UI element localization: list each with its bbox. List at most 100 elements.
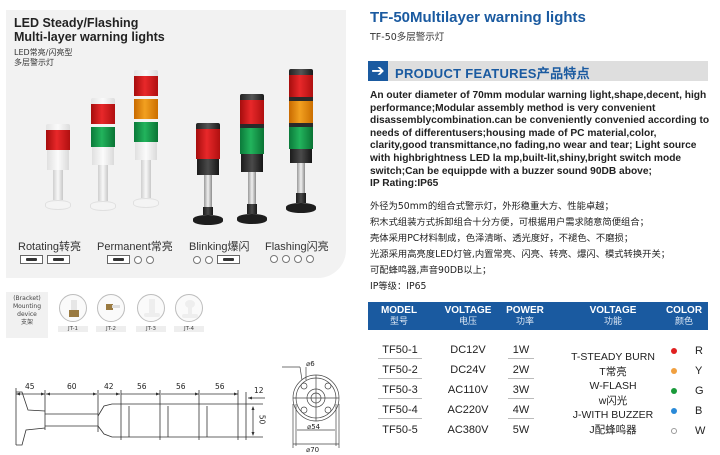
tower-light-black-3-layer	[286, 69, 316, 213]
title-line: Multi-layer warning lights	[14, 30, 165, 44]
features-english: An outer diameter of 70mm modular warnin…	[370, 90, 715, 191]
color-row-green: G	[671, 385, 704, 397]
header-en: COLOR	[665, 305, 703, 316]
white-dot-icon	[671, 428, 677, 434]
color-row-blue: B	[671, 405, 702, 417]
color-letter: W	[695, 425, 706, 437]
function-line: T-STEADY BURN	[571, 351, 655, 363]
mode-flashing-switches	[270, 255, 314, 263]
model-cell: TF50-1	[378, 342, 422, 359]
voltage-cell: DC12V	[450, 344, 486, 356]
ip-rating-en: IP Rating:IP65	[370, 178, 439, 190]
dim-label: 56	[215, 382, 225, 391]
bracket-code: JT-1	[58, 326, 88, 332]
dim-label: ⌀6	[306, 360, 315, 368]
arrow-right-icon: ➔	[368, 61, 388, 81]
mode-permanent-switches	[107, 255, 154, 264]
bracket-jt2-image	[97, 294, 125, 322]
function-legend: T-STEADY BURN T常亮 W-FLASH w闪光 J-WITH BUZ…	[548, 350, 678, 437]
function-line: J配蜂鸣器	[589, 423, 637, 436]
bracket-jt4-image	[175, 294, 203, 322]
bracket-code: JT-2	[96, 326, 126, 332]
mode-flashing-label: Flashing闪亮	[265, 241, 329, 253]
dim-label: 50	[257, 414, 267, 425]
col-power: POWER 功率	[500, 305, 550, 327]
voltage-cell: DC24V	[450, 364, 486, 376]
voltage-cell: AC380V	[447, 424, 489, 436]
voltage-cell: AC220V	[447, 404, 489, 416]
dip-dot-icon	[193, 255, 201, 264]
feature-cn-line: 可配蜂鸣器,声音90DB以上；	[370, 265, 492, 276]
tower-light-white-2-layer	[90, 98, 116, 211]
switch-icon	[20, 255, 43, 264]
bracket-label-line: (Bracket)	[13, 295, 41, 302]
header-cn: 功能	[603, 316, 622, 326]
dip-dot-icon	[134, 255, 142, 264]
features-heading-bar: ➔ PRODUCT FEATURES产品特点	[368, 61, 708, 81]
bracket-label-line: device	[17, 311, 37, 318]
mode-permanent-label: Permanent常亮	[97, 241, 173, 253]
yellow-dot-icon	[671, 368, 677, 374]
switch-icon	[217, 255, 240, 264]
mode-blinking-switches	[193, 255, 240, 264]
tower-light-white-3-layer	[133, 70, 159, 208]
col-color: COLOR 颜色	[660, 305, 708, 327]
mode-rotating-switches	[20, 255, 70, 264]
col-model: MODEL 型号	[374, 305, 424, 327]
feature-cn-line: 壳体采用PC材料制成，色泽清晰、透光度好，不褪色、不磨损；	[370, 233, 634, 244]
feature-cn-line: 积木式组装方式拆卸组合十分方便，可根据用户需求随意简便组合；	[370, 217, 649, 228]
dim-label: ⌀54	[307, 423, 321, 431]
dim-label: 12	[254, 386, 264, 395]
product-title: LED Steady/Flashing Multi-layer warning …	[14, 16, 165, 44]
bracket-label: (Bracket) Mounting device 支架	[6, 292, 48, 338]
dip-dot-icon	[282, 255, 290, 263]
bracket-item-jt4: JT-4	[174, 294, 204, 332]
title-line: LED Steady/Flashing	[14, 16, 139, 30]
dim-label: 45	[25, 382, 35, 391]
color-row-red: R	[671, 345, 703, 357]
dim-label: 42	[104, 382, 114, 391]
header-cn: 功率	[515, 316, 534, 326]
dip-dot-icon	[306, 255, 314, 263]
function-line: J-WITH BUZZER	[572, 409, 654, 421]
color-letter: G	[695, 385, 704, 397]
subtitle-line: 多层警示灯	[14, 58, 54, 67]
mode-blinking-label: Blinking爆闪	[189, 241, 250, 253]
spec-table-body: TF50-1 TF50-2 TF50-3 TF50-4 TF50-5 DC12V…	[368, 340, 708, 450]
function-line: T常亮	[599, 365, 627, 378]
tower-light-white-1-layer	[45, 124, 71, 210]
model-cell: TF50-4	[378, 402, 422, 419]
features-en-text: An outer diameter of 70mm modular warnin…	[370, 90, 710, 177]
page-title: TF-50Multilayer warning lights	[370, 9, 586, 26]
dip-dot-icon	[270, 255, 278, 263]
power-cell: 1W	[508, 342, 534, 359]
switch-icon	[107, 255, 130, 264]
feature-cn-line: 光源采用高亮度LED灯管,内置常亮、闪亮、转亮、爆闪、模式转换开关；	[370, 249, 671, 260]
col-voltage: VOLTAGE 电压	[438, 305, 498, 327]
power-cell: 2W	[508, 362, 534, 379]
tower-light-black-1-layer	[193, 123, 223, 225]
power-cell: 3W	[508, 382, 534, 399]
product-photo-panel: LED Steady/Flashing Multi-layer warning …	[6, 10, 346, 278]
color-row-yellow: Y	[671, 365, 702, 377]
bracket-label-line: Mounting	[12, 303, 42, 310]
bracket-label-line: 支架	[20, 319, 33, 326]
model-cell: TF50-5	[382, 424, 418, 436]
side-view-drawing-icon	[15, 388, 265, 446]
header-cn: 颜色	[674, 316, 693, 326]
features-heading: PRODUCT FEATURES产品特点	[395, 66, 590, 81]
dip-dot-icon	[294, 255, 302, 263]
bracket-jt1-image	[59, 294, 87, 322]
dim-label: ⌀70	[306, 446, 320, 454]
bracket-code: JT-4	[174, 326, 204, 332]
bracket-code: JT-3	[136, 326, 166, 332]
bracket-item-jt2: JT-2	[96, 294, 126, 332]
color-letter: Y	[695, 365, 703, 377]
feature-cn-line: 外径为50mm的组合式警示灯，外形稳重大方、性能卓越；	[370, 201, 614, 212]
subtitle-line: LED常亮/闪亮型	[14, 48, 73, 57]
header-cn: 型号	[389, 316, 408, 326]
spec-table-header: MODEL 型号 VOLTAGE 电压 POWER 功率 VOLTAGE 功能 …	[368, 302, 708, 330]
function-line: W-FLASH	[589, 380, 637, 392]
product-subtitle: LED常亮/闪亮型 多层警示灯	[14, 48, 72, 68]
switch-icon	[47, 255, 70, 264]
